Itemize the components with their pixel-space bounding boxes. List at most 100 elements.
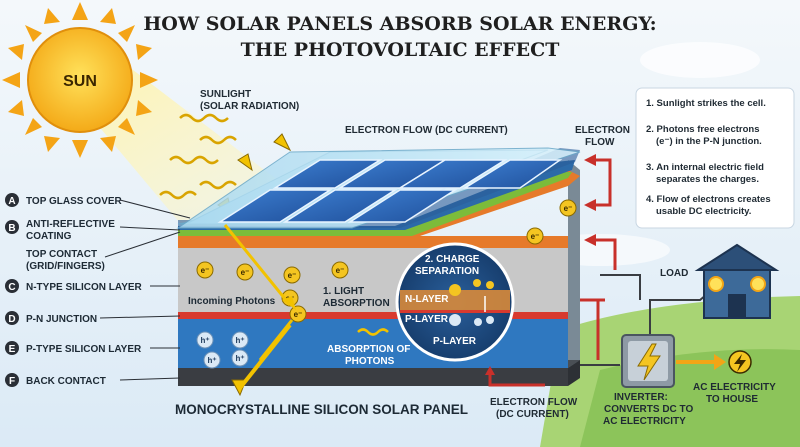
electron-flow-bottom-2: (DC CURRENT): [496, 409, 569, 420]
svg-text:h⁺: h⁺: [207, 356, 216, 365]
solar-cells-grid: [217, 159, 563, 223]
electron: e⁻: [559, 199, 577, 217]
electron-flow-top-label: ELECTRON FLOW (DC CURRENT): [345, 125, 508, 136]
svg-text:e⁻: e⁻: [294, 310, 303, 319]
inverter-label-3: AC ELECTRICITY: [603, 416, 686, 427]
hole: h⁺: [203, 351, 221, 369]
electron: e⁻: [283, 266, 301, 284]
light-absorption-1: 1. LIGHT: [323, 286, 364, 297]
incoming-photons-label: Incoming Photons: [188, 296, 276, 307]
photon-wave-icon: [159, 113, 237, 200]
hole: h⁺: [196, 331, 214, 349]
back-contact-layer: [178, 368, 568, 386]
electron: e⁻: [289, 305, 307, 323]
electron: e⁻: [331, 261, 349, 279]
hole: h⁺: [231, 331, 249, 349]
solar-panel: [176, 147, 581, 386]
layer-label: TOP GLASS COVER: [26, 196, 123, 207]
sun-label: SUN: [63, 73, 97, 90]
badge-letter: A: [8, 196, 15, 207]
badge-letter: C: [8, 282, 15, 293]
svg-text:e⁻: e⁻: [201, 266, 210, 275]
svg-text:h⁺: h⁺: [235, 336, 244, 345]
charge-separation-2: SEPARATION: [415, 266, 479, 277]
p-layer-holes: h⁺ h⁺ h⁺ h⁺: [196, 331, 249, 369]
step-4-line-1: 4. Flow of electrons creates: [646, 194, 771, 205]
p-layer-label: P-LAYER: [405, 314, 449, 325]
inverter-label-2: CONVERTS DC TO: [604, 404, 693, 415]
layer-label: TOP CONTACT: [26, 249, 97, 260]
label-top-contact: TOP CONTACT (GRID/FINGERS): [26, 231, 181, 272]
layer-label: P-TYPE SILICON LAYER: [26, 344, 142, 355]
step-3-line-2: separates the charges.: [656, 174, 759, 185]
layer-label: COATING: [26, 231, 72, 242]
step-4-line-2: usable DC electricity.: [656, 206, 751, 217]
layer-label: (GRID/FINGERS): [26, 261, 105, 272]
bulb-icon: [708, 276, 766, 292]
svg-text:e⁻: e⁻: [336, 266, 345, 275]
absorption-label-2: PHOTONS: [345, 356, 395, 367]
label-anti-reflective: B ANTI-REFLECTIVE COATING: [5, 219, 181, 242]
inverter-label-1: INVERTER:: [614, 392, 668, 403]
layer-label: BACK CONTACT: [26, 376, 106, 387]
panel-caption: MONOCRYSTALLINE SILICON SOLAR PANEL: [175, 402, 468, 417]
charge-separation-1: 2. CHARGE: [425, 254, 480, 265]
lightning-icon: [637, 343, 661, 381]
absorption-label-1: ABSORPTION OF: [327, 344, 410, 355]
pn-junction-layer: [178, 312, 568, 319]
layer-label: N-TYPE SILICON LAYER: [26, 282, 143, 293]
hole: h⁺: [231, 349, 249, 367]
photon-wave-icon: [357, 328, 389, 336]
electron-flow-bottom-1: ELECTRON FLOW: [490, 397, 578, 408]
label-back-contact: F BACK CONTACT: [5, 373, 181, 387]
label-n-type: C N-TYPE SILICON LAYER: [5, 279, 180, 293]
load-label: LOAD: [660, 268, 688, 279]
svg-text:h⁺: h⁺: [200, 336, 209, 345]
step-3-line-1: 3. An internal electric field: [646, 162, 764, 173]
step-2-line-1: 2. Photons free electrons: [646, 124, 760, 135]
label-pn-junction: D P-N JUNCTION: [5, 311, 181, 325]
sun-icon: SUN: [2, 2, 158, 158]
ac-label-1: AC ELECTRICITY: [693, 382, 776, 393]
step-1: 1. Sunlight strikes the cell.: [646, 98, 766, 109]
light-absorption-2: ABSORPTION: [323, 298, 390, 309]
label-top-glass-cover: A TOP GLASS COVER: [5, 193, 191, 219]
step-2-line-2: (e⁻) in the P-N junction.: [656, 136, 762, 147]
panel-side: [568, 160, 580, 372]
svg-text:e⁻: e⁻: [564, 204, 573, 213]
electron: e⁻: [526, 227, 544, 245]
badge-letter: D: [8, 314, 15, 325]
svg-text:e⁻: e⁻: [241, 268, 250, 277]
sunlight-label-1: SUNLIGHT: [200, 89, 251, 100]
p-layer-bottom-label: P-LAYER: [433, 336, 477, 347]
n-layer-electrons: e⁻ e⁻ e⁻ e⁻ e⁻ e⁻ e⁻ e⁻: [196, 199, 577, 323]
n-layer-label: N-LAYER: [405, 294, 449, 305]
layer-labels: A TOP GLASS COVER B ANTI-REFLECTIVE COAT…: [5, 193, 191, 387]
title-line-1: HOW SOLAR PANELS ABSORB SOLAR ENERGY:: [143, 13, 656, 35]
layer-label: P-N JUNCTION: [26, 314, 97, 325]
title-line-2: THE PHOTOVOLTAIC EFFECT: [241, 39, 560, 61]
electron-flow-right-2: FLOW: [585, 137, 615, 148]
electron: e⁻: [196, 261, 214, 279]
charge-separation-zoom: 2. CHARGE SEPARATION N-LAYER P-LAYER P-L…: [395, 242, 515, 362]
inverter-box: [621, 334, 675, 388]
svg-text:e⁻: e⁻: [288, 271, 297, 280]
ac-label-2: TO HOUSE: [706, 394, 758, 405]
coating-green: [178, 172, 572, 236]
top-contact-layer: [178, 160, 575, 230]
lightning-icon: [728, 350, 752, 374]
house-icon: [694, 243, 780, 319]
layer-label: ANTI-REFLECTIVE: [26, 219, 115, 230]
badge-letter: B: [8, 223, 15, 234]
svg-text:e⁻: e⁻: [531, 232, 540, 241]
svg-text:h⁺: h⁺: [235, 354, 244, 363]
cloud: [640, 42, 760, 78]
electron-flow-right-1: ELECTRON: [575, 125, 630, 136]
badge-letter: E: [9, 344, 16, 355]
label-p-type: E P-TYPE SILICON LAYER: [5, 341, 180, 355]
steps-panel: 1. Sunlight strikes the cell. 2. Photons…: [635, 87, 795, 229]
badge-letter: F: [9, 376, 15, 387]
electron: e⁻: [236, 263, 254, 281]
